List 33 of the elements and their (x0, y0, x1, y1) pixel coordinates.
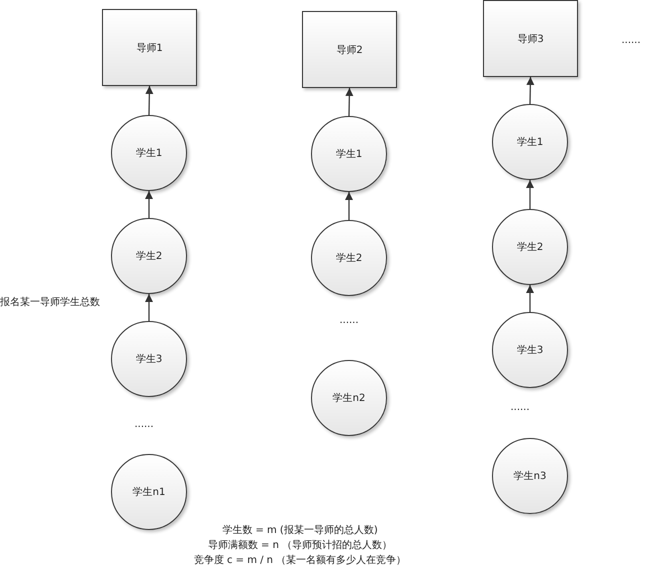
node-label: 学生n3 (514, 470, 546, 483)
formula-line: 导师满额数 = n （导师预计招的总人数） (208, 538, 392, 552)
formula-line: 竞争度 c = m / n （某一名额有多少人在竞争） (194, 554, 406, 567)
annotation-text: 报名某一导师学生总数 (0, 296, 100, 309)
advisor-box (483, 0, 578, 77)
arrow (526, 76, 534, 104)
arrow (145, 86, 154, 116)
node-label: 学生2 (336, 252, 362, 265)
node-label: 导师2 (336, 44, 363, 56)
node-label: 学生1 (136, 146, 162, 160)
arrow (345, 192, 353, 220)
node-label: 学生n2 (332, 392, 366, 405)
arrow (145, 294, 153, 321)
arrow (345, 88, 354, 116)
arrow (526, 180, 534, 209)
formula-line: 学生数 = m (报某一导师的总人数) (222, 524, 378, 537)
ellipsis: ...... (621, 35, 641, 46)
node-label: 学生2 (136, 250, 162, 263)
node-label: 学生3 (136, 352, 162, 366)
node-label: 学生1 (336, 148, 362, 161)
advisor-box (102, 9, 197, 86)
ellipsis: ...... (339, 315, 359, 326)
node-label: 学生1 (516, 136, 544, 149)
node-label: 学生2 (516, 240, 544, 254)
arrow (526, 285, 534, 312)
ellipsis: ...... (134, 419, 154, 430)
node-label: 学生3 (516, 344, 544, 357)
arrow (145, 191, 153, 218)
advisor-box (302, 11, 397, 88)
node-label: 导师3 (517, 32, 544, 46)
node-label: 导师1 (136, 42, 163, 54)
node-label: 学生n1 (132, 486, 166, 499)
ellipsis: ...... (510, 402, 530, 413)
